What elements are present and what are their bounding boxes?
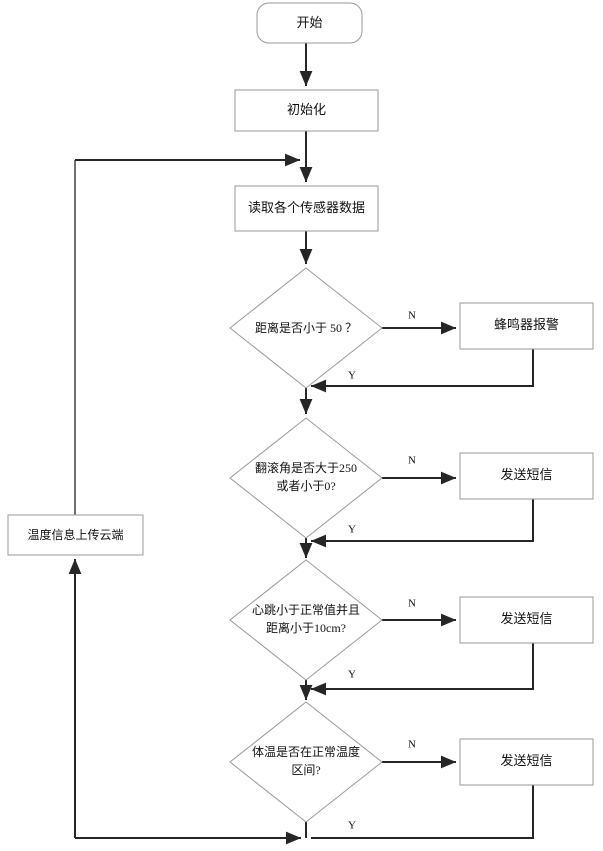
node-buzzer-alarm-label: 蜂鸣器报警 xyxy=(494,317,559,332)
node-sms-1-shape[interactable] xyxy=(459,452,594,500)
edge-label-y-3: Y xyxy=(348,669,356,681)
node-decision-heartbeat[interactable]: 心跳小于正常值并且 距离小于10cm? xyxy=(229,559,383,681)
node-read-sensors-shape[interactable] xyxy=(234,185,379,232)
node-decision-heartbeat-label-line2: 距离小于10cm? xyxy=(266,620,346,635)
node-buzzer-alarm-shape[interactable] xyxy=(459,302,594,350)
node-decision-temperature[interactable]: 体温是否在正常温度 区间? xyxy=(229,701,383,823)
node-decision-temperature-label-line2: 区间? xyxy=(291,763,320,777)
node-decision-distance-label: 距离是否小于 50 ？ xyxy=(255,320,357,335)
edge-label-y-2: Y xyxy=(348,524,356,536)
edge-label-n-1: N xyxy=(408,310,416,322)
node-read-sensors[interactable]: 读取各个传感器数据 xyxy=(234,185,379,232)
node-sms-2-shape[interactable] xyxy=(459,596,594,644)
node-decision-roll-angle[interactable]: 翻滚角是否大于250 或者小于0? xyxy=(229,417,383,539)
node-decision-distance[interactable]: 距离是否小于 50 ？ xyxy=(229,267,383,389)
node-upload-cloud[interactable]: 温度信息上传云端 xyxy=(7,514,144,556)
node-upload-cloud-label: 温度信息上传云端 xyxy=(27,527,123,542)
node-start-shape[interactable] xyxy=(256,2,363,44)
node-sms-3-label: 发送短信 xyxy=(500,753,552,768)
node-decision-temperature-shape[interactable] xyxy=(229,701,383,823)
node-start-label: 开始 xyxy=(296,15,322,30)
node-sms-2[interactable]: 发送短信 xyxy=(459,596,594,644)
connector-group xyxy=(68,43,534,845)
node-decision-roll-angle-label-line1: 翻滚角是否大于250 xyxy=(255,460,357,475)
edge-label-n-3: N xyxy=(408,598,416,610)
node-sms-3-shape[interactable] xyxy=(459,738,594,786)
node-sms-2-label: 发送短信 xyxy=(500,611,552,626)
edge-sms2-back-to-trunk xyxy=(310,643,534,696)
node-decision-temperature-label-line1: 体温是否在正常温度 xyxy=(252,744,360,759)
node-sms-3[interactable]: 发送短信 xyxy=(459,738,594,786)
edge-label-y-4: Y xyxy=(348,820,356,832)
node-start[interactable]: 开始 xyxy=(256,2,363,44)
edge-buzzer-back-to-trunk xyxy=(310,349,534,393)
node-decision-heartbeat-label-line1: 心跳小于正常值并且 xyxy=(252,602,360,617)
node-decision-heartbeat-shape[interactable] xyxy=(229,559,383,681)
edge-sms3-to-bottom-rail xyxy=(311,785,534,839)
node-decision-roll-angle-label-line2: 或者小于0? xyxy=(276,479,335,493)
node-sms-1-label: 发送短信 xyxy=(500,467,552,482)
node-decision-distance-shape[interactable] xyxy=(229,267,383,389)
edge-label-y-1: Y xyxy=(348,370,356,382)
node-upload-cloud-shape[interactable] xyxy=(7,514,144,556)
node-init-shape[interactable] xyxy=(234,89,379,132)
node-buzzer-alarm[interactable]: 蜂鸣器报警 xyxy=(459,302,594,350)
node-init-label: 初始化 xyxy=(287,102,326,117)
node-sms-1[interactable]: 发送短信 xyxy=(459,452,594,500)
edge-label-n-2: N xyxy=(408,455,416,467)
edge-label-n-4: N xyxy=(408,739,416,751)
node-decision-roll-angle-shape[interactable] xyxy=(229,417,383,539)
edge-label-group: N Y N Y N Y N Y xyxy=(348,310,416,832)
edge-sms1-back-to-trunk xyxy=(310,499,534,548)
node-read-sensors-label: 读取各个传感器数据 xyxy=(248,200,365,215)
node-init[interactable]: 初始化 xyxy=(234,89,379,132)
